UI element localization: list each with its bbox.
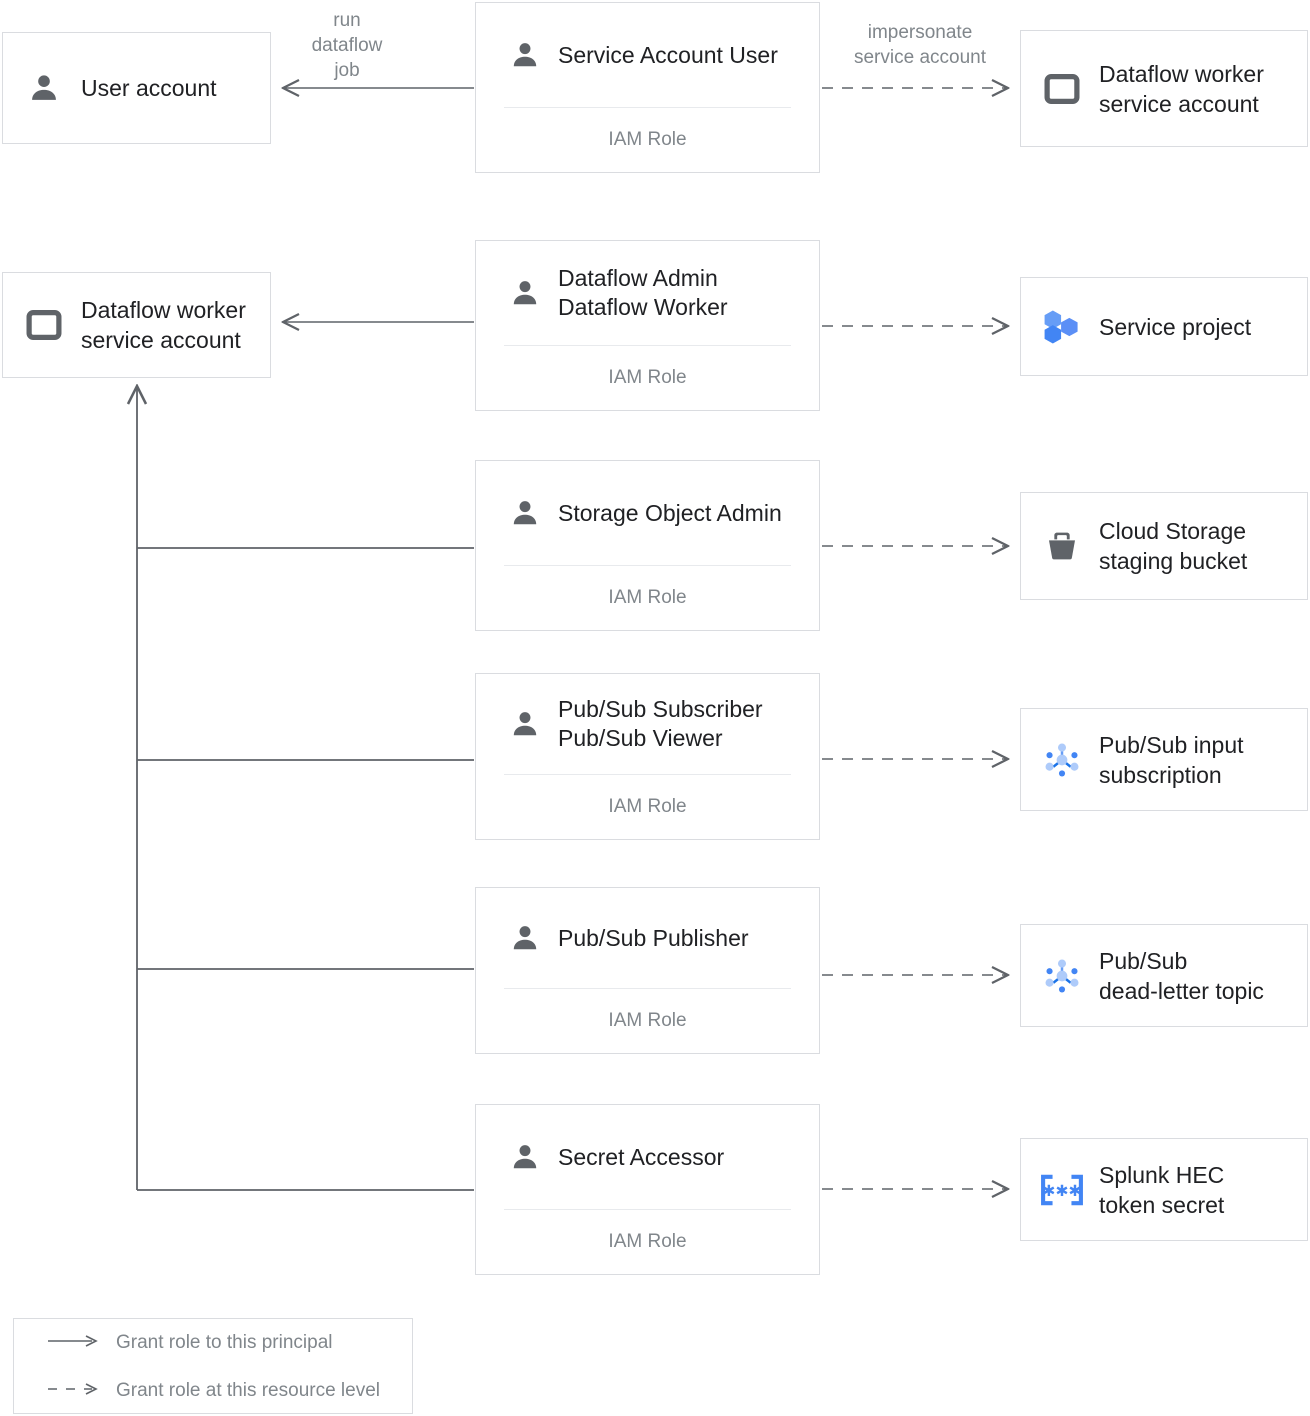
resource-cloud-storage-staging-bucket[interactable]: Cloud Storage staging bucket [1020,492,1308,600]
resource-label: Pub/Sub input subscription [1099,731,1244,788]
role-caption: IAM Role [608,129,687,150]
resource-service-project[interactable]: Service project [1020,277,1308,376]
legend-row-solid: Grant role to this principal [14,1319,412,1367]
role-divider [504,565,791,566]
role-divider [504,107,791,108]
resource-splunk-hec-token-secret[interactable]: ✱✱✱ Splunk HEC token secret [1020,1138,1308,1241]
role-divider [504,774,791,775]
role-divider [504,1209,791,1210]
resource-label: Splunk HEC token secret [1099,1161,1225,1218]
legend-label-solid: Grant role to this principal [116,1332,333,1353]
role-title: Storage Object Admin [558,499,782,526]
resource-dataflow-worker-service-account[interactable]: Dataflow worker service account [1020,30,1308,147]
role-header: Storage Object Admin [476,461,819,565]
role-title: Pub/Sub Publisher [558,924,749,951]
person-icon [504,39,546,71]
role-card-pubsub-subscriber-viewer[interactable]: Pub/Sub Subscriber Pub/Sub Viewer IAM Ro… [475,673,820,840]
role-card-secret-accessor[interactable]: Secret Accessor IAM Role [475,1104,820,1275]
edge-label-run-dataflow-job: run dataflow job [311,10,383,81]
dataflow-worker-icon [21,306,67,344]
person-icon [504,497,546,529]
person-icon [504,1141,546,1173]
legend: Grant role to this principal Grant role … [13,1318,413,1414]
edge-label-impersonate-service-account: impersonate service account [853,22,986,68]
svg-text:✱✱✱: ✱✱✱ [1042,1182,1081,1199]
principal-dataflow-worker-service-account[interactable]: Dataflow worker service account [2,272,271,378]
project-hexagons-icon [1039,305,1085,349]
pubsub-icon [1039,953,1085,999]
role-divider [504,988,791,989]
pubsub-icon [1039,737,1085,783]
resource-label: Dataflow worker service account [1099,60,1264,117]
person-icon [504,922,546,954]
role-title: Service Account User [558,41,778,68]
role-caption: IAM Role [608,367,687,388]
resource-label: Pub/Sub dead-letter topic [1099,947,1264,1004]
role-divider [504,345,791,346]
role-title: Dataflow Admin Dataflow Worker [558,265,728,320]
role-header: Service Account User [476,3,819,107]
role-title: Pub/Sub Subscriber Pub/Sub Viewer [558,696,763,751]
edge-roles-bus-to-worker-sa [137,386,474,1191]
legend-label-dashed: Grant role at this resource level [116,1380,381,1401]
person-icon [504,277,546,309]
role-card-pubsub-publisher[interactable]: Pub/Sub Publisher IAM Role [475,887,820,1054]
role-header: Secret Accessor [476,1105,819,1209]
dataflow-worker-icon [1039,70,1085,108]
principal-label: User account [81,75,217,101]
cloud-storage-bucket-icon [1039,526,1085,566]
role-header: Pub/Sub Subscriber Pub/Sub Viewer [476,674,819,774]
dashed-arrow-icon [46,1381,108,1402]
role-caption: IAM Role [608,1010,687,1031]
role-card-dataflow-admin-worker[interactable]: Dataflow Admin Dataflow Worker IAM Role [475,240,820,411]
solid-arrow-icon [46,1333,108,1354]
resource-pubsub-input-subscription[interactable]: Pub/Sub input subscription [1020,708,1308,811]
principal-label: Dataflow worker service account [81,297,246,353]
resource-label: Cloud Storage staging bucket [1099,518,1248,574]
resource-pubsub-dead-letter-topic[interactable]: Pub/Sub dead-letter topic [1020,924,1308,1027]
role-caption: IAM Role [608,1231,687,1252]
role-card-storage-object-admin[interactable]: Storage Object Admin IAM Role [475,460,820,631]
resource-label: Service project [1099,313,1252,340]
role-title: Secret Accessor [558,1143,725,1170]
role-header: Pub/Sub Publisher [476,888,819,988]
role-card-service-account-user[interactable]: Service Account User IAM Role [475,2,820,173]
person-icon [504,708,546,740]
secret-manager-icon: ✱✱✱ [1039,1169,1085,1211]
person-icon [21,71,67,105]
legend-row-dashed: Grant role at this resource level [14,1367,412,1415]
role-header: Dataflow Admin Dataflow Worker [476,241,819,345]
principal-user-account[interactable]: User account [2,32,271,144]
role-caption: IAM Role [608,796,687,817]
role-caption: IAM Role [608,587,687,608]
